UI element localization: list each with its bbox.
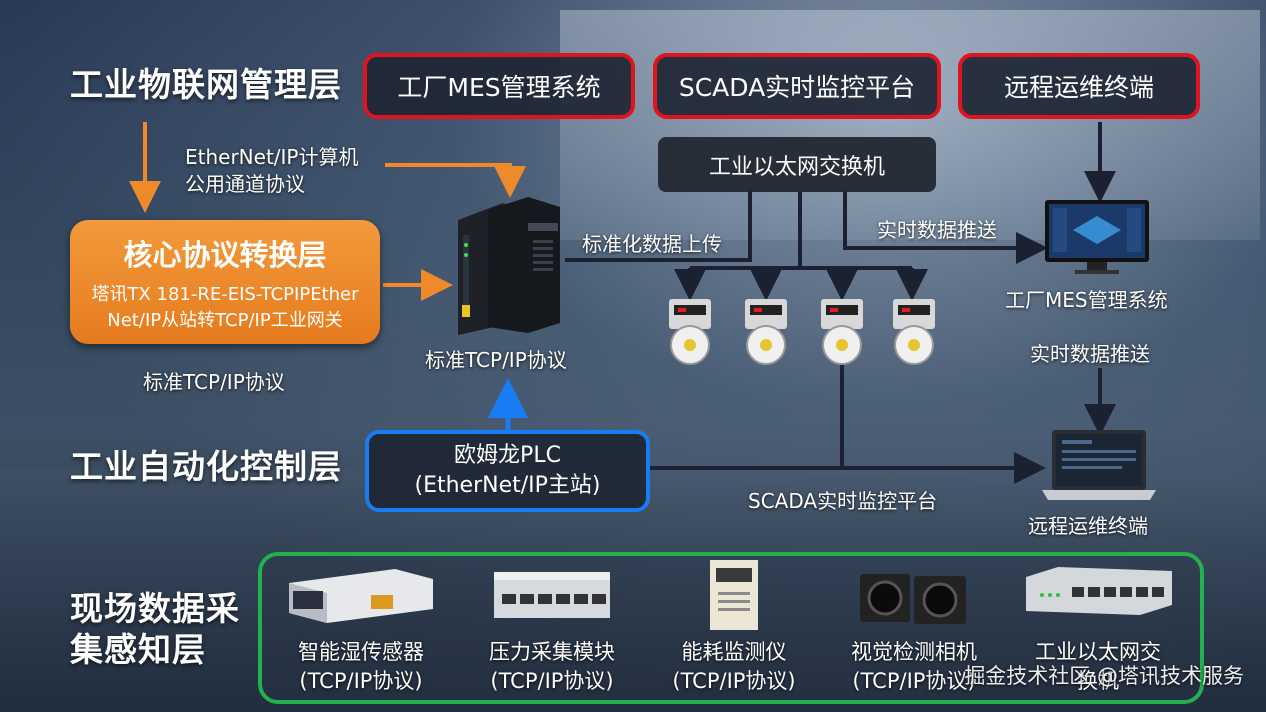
ethernetip-label-line2: 公用通道协议 (185, 172, 305, 196)
field-ethernet-switch-icon (1026, 567, 1172, 615)
layer-title-field-line2: 集感知层 (70, 630, 206, 670)
layer-title-iot: 工业物联网管理层 (70, 65, 342, 104)
field-device-protocol: (TCP/IP协议) (672, 669, 796, 694)
realtime-push-mid-label: 实时数据推送 (1030, 342, 1150, 366)
field-device-protocol: (TCP/IP协议) (490, 669, 614, 694)
layer-title-field-line1: 现场数据采 (70, 589, 240, 628)
gateway-device-icon (458, 197, 560, 335)
field-device-label: 能耗监测仪 (TCP/IP协议) (654, 638, 814, 697)
plc-box-line1: 欧姆龙PLC (454, 443, 561, 469)
field-device-name: 智能湿传感器 (298, 640, 424, 664)
remote-device-label: 远程运维终端 (1028, 514, 1148, 538)
scada-platform-box: SCADA实时监控平台 (653, 53, 941, 119)
field-device-protocol: (TCP/IP协议) (299, 669, 423, 694)
pressure-module-icon (494, 572, 610, 618)
scada-label: SCADA实时监控平台 (748, 489, 938, 513)
line-gateway-to-switch (565, 190, 752, 262)
laptop-icon (1042, 430, 1156, 500)
field-device-name: 能耗监测仪 (681, 640, 787, 664)
plc-box-line2: (EtherNet/IP主站) (414, 473, 601, 498)
io-module-icon-1 (669, 299, 711, 365)
io-module-icon-4 (893, 299, 935, 365)
watermark: 掘金技术社区 @塔讯技术服务 (964, 664, 1244, 688)
core-protocol-sub1: 塔讯TX 181-RE-EIS-TCPIPEther (91, 284, 359, 305)
core-protocol-box: 核心协议转换层 塔讯TX 181-RE-EIS-TCPIPEther Net/I… (70, 220, 380, 344)
arrow-switch-to-mes (843, 190, 1048, 264)
remote-terminal-box: 远程运维终端 (958, 53, 1200, 119)
field-device-name: 压力采集模块 (489, 640, 615, 664)
mes-device-label: 工厂MES管理系统 (1005, 288, 1168, 312)
field-device-label: 工业以太网交换机 (1018, 638, 1178, 697)
std-tcpip-left-label: 标准TCP/IP协议 (143, 370, 285, 394)
mes-monitor-icon (1045, 200, 1149, 274)
field-device-label: 视觉检测相机 (TCP/IP协议) (834, 638, 994, 697)
mes-system-box: 工厂MES管理系统 (363, 53, 635, 119)
field-device-protocol: 换机 (1077, 669, 1119, 694)
arrow-ethernetip-to-gateway (385, 163, 526, 198)
std-tcpip-center-label: 标准TCP/IP协议 (425, 348, 567, 372)
vision-camera-icon (860, 574, 966, 624)
realtime-push-top-label: 实时数据推送 (877, 218, 997, 242)
layer-title-field: 现场数据采 集感知层 (70, 588, 240, 671)
field-device-label: 压力采集模块 (TCP/IP协议) (472, 638, 632, 697)
std-upload-label: 标准化数据上传 (582, 232, 722, 256)
humidity-sensor-icon (289, 569, 433, 623)
energy-meter-icon (710, 560, 758, 630)
core-protocol-sub2: Net/IP从站转TCP/IP工业网关 (107, 310, 343, 331)
ethernetip-label: EtherNet/IP计算机 公用通道协议 (185, 144, 359, 198)
field-device-name: 工业以太网交 (1035, 640, 1161, 664)
core-protocol-title: 核心协议转换层 (123, 238, 327, 272)
field-device-protocol: (TCP/IP协议) (852, 669, 976, 694)
ethernetip-label-line1: EtherNet/IP计算机 (185, 145, 359, 169)
ethernet-switch-box: 工业以太网交换机 (658, 137, 936, 192)
plc-box: 欧姆龙PLC (EtherNet/IP主站) (365, 430, 650, 512)
field-device-name: 视觉检测相机 (851, 640, 977, 664)
io-module-icon-3 (821, 299, 863, 365)
layer-title-automation: 工业自动化控制层 (70, 447, 342, 486)
io-module-icon-2 (745, 299, 787, 365)
field-device-label: 智能湿传感器 (TCP/IP协议) (281, 638, 441, 697)
